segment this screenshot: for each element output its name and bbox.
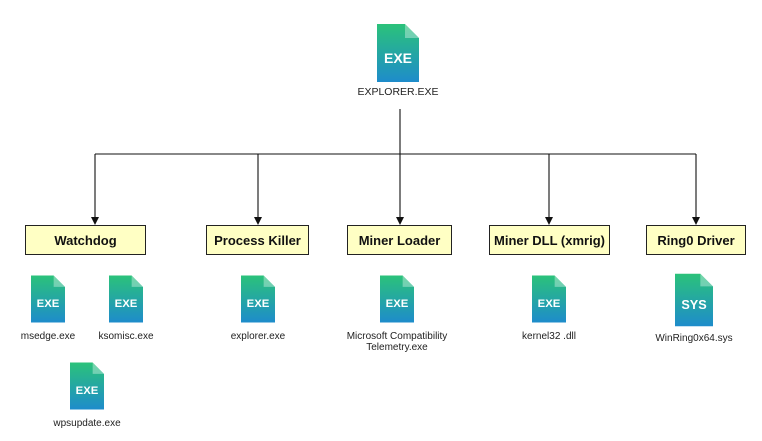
exe-file-icon: EXE <box>241 275 275 323</box>
exe-file-icon: EXE <box>31 275 65 323</box>
svg-text:EXE: EXE <box>538 298 561 310</box>
exe-file-icon: EXE <box>532 275 566 323</box>
file-label-explorer: explorer.exe <box>230 331 286 342</box>
arrowhead-ring0-driver <box>692 217 700 225</box>
arrowhead-miner-dll <box>545 217 553 225</box>
file-mscompat: EXE Microsoft Compatibility Telemetry.ex… <box>337 273 457 353</box>
exe-file-icon: EXE <box>380 275 414 323</box>
root-node: EXE EXPLORER.EXE <box>338 24 458 98</box>
arrowhead-watchdog <box>91 217 99 225</box>
file-label-ksomisc: ksomisc.exe <box>98 331 154 342</box>
arrowhead-process-killer <box>254 217 262 225</box>
file-kernel32: EXE kernel32 .dll <box>489 273 609 342</box>
file-explorer: EXE explorer.exe <box>198 273 318 342</box>
watchdog-label: Watchdog <box>54 232 117 248</box>
file-label-wpsupdate: wpsupdate.exe <box>53 418 121 429</box>
arrowheads <box>91 217 700 225</box>
file-msedge: EXE msedge.exe <box>0 273 108 342</box>
svg-text:EXE: EXE <box>247 298 270 310</box>
svg-text:EXE: EXE <box>386 298 409 310</box>
miner-loader-label: Miner Loader <box>358 232 441 248</box>
miner-loader-box: Miner Loader <box>347 225 452 255</box>
file-label-winring0: WinRing0x64.sys <box>655 333 733 344</box>
root-label: EXPLORER.EXE <box>357 86 439 98</box>
ring0-driver-label: Ring0 Driver <box>657 232 735 248</box>
arrowhead-miner-loader <box>396 217 404 225</box>
file-type-text: EXE <box>384 50 412 66</box>
svg-text:EXE: EXE <box>37 298 60 310</box>
file-ksomisc: EXE ksomisc.exe <box>66 273 186 342</box>
svg-text:SYS: SYS <box>681 298 706 312</box>
svg-text:EXE: EXE <box>76 385 99 397</box>
exe-file-icon: EXE <box>109 275 143 323</box>
file-wpsupdate: EXE wpsupdate.exe <box>27 360 147 429</box>
miner-dll-label: Miner DLL (xmrig) <box>494 232 605 248</box>
exe-file-icon: EXE <box>377 24 419 82</box>
process-killer-box: Process Killer <box>206 225 309 255</box>
file-label-mscompat: Microsoft Compatibility Telemetry.exe <box>346 331 448 353</box>
file-winring0: SYS WinRing0x64.sys <box>634 273 754 344</box>
watchdog-box: Watchdog <box>25 225 146 255</box>
process-killer-label: Process Killer <box>214 232 301 248</box>
file-label-kernel32: kernel32 .dll <box>522 331 576 342</box>
exe-file-icon: EXE <box>70 362 104 410</box>
connector-lines <box>94 109 697 217</box>
svg-text:EXE: EXE <box>115 298 138 310</box>
file-label-msedge: msedge.exe <box>20 331 76 342</box>
sys-file-icon: SYS <box>675 273 713 327</box>
miner-dll-box: Miner DLL (xmrig) <box>489 225 610 255</box>
ring0-driver-box: Ring0 Driver <box>646 225 746 255</box>
